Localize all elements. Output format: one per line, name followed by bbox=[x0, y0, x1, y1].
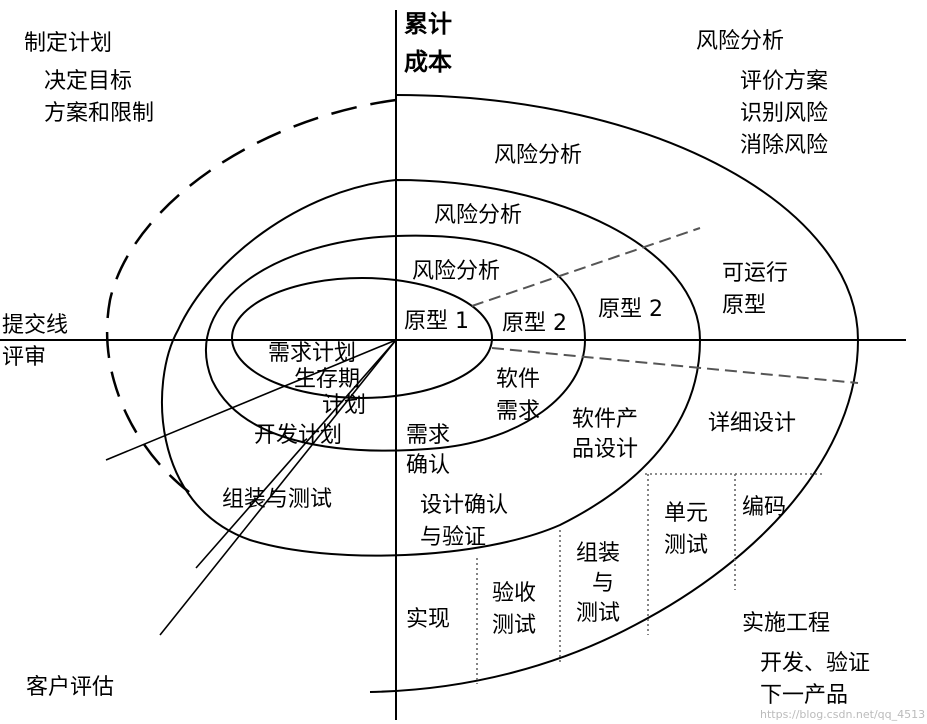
risk-line-1: 评价方案 bbox=[740, 69, 828, 94]
requirements-confirm-line-2: 确认 bbox=[406, 453, 450, 478]
implementation-label: 实现 bbox=[406, 607, 450, 632]
risk-ring-label-outer: 风险分析 bbox=[494, 143, 582, 168]
risk-title: 风险分析 bbox=[696, 29, 784, 54]
prototype-2b-label: 原型 2 bbox=[598, 297, 663, 322]
engineering-line-1: 开发、验证 bbox=[760, 651, 870, 676]
risk-line-3: 消除风险 bbox=[740, 133, 828, 158]
coding-label: 编码 bbox=[742, 495, 786, 520]
prototype-1-label: 原型 1 bbox=[404, 309, 469, 334]
dashed-line-lower bbox=[491, 347, 859, 384]
planning-line-2: 方案和限制 bbox=[44, 101, 154, 126]
risk-ring-label-inner: 风险分析 bbox=[412, 259, 500, 284]
prototype-2a-label: 原型 2 bbox=[502, 311, 567, 336]
diagonal-line-1 bbox=[105, 339, 397, 461]
spiral-ring-1 bbox=[231, 277, 493, 399]
unit-test-line-1: 单元 bbox=[664, 501, 708, 526]
software-requirements-line-2: 需求 bbox=[496, 399, 540, 424]
detailed-design-label: 详细设计 bbox=[708, 411, 796, 436]
acceptance-test-line-1: 验收 bbox=[492, 581, 536, 606]
requirements-plan-label: 需求计划 bbox=[268, 341, 356, 366]
risk-ring-label-middle: 风险分析 bbox=[434, 203, 522, 228]
planning-line-1: 决定目标 bbox=[44, 69, 132, 94]
integration-line-2: 与 bbox=[592, 571, 614, 596]
product-design-line-2: 品设计 bbox=[572, 437, 638, 462]
dashed-line-upper bbox=[471, 227, 701, 307]
requirements-confirm-line-1: 需求 bbox=[406, 423, 450, 448]
watermark: https://blog.csdn.net/qq_4513 bbox=[760, 708, 925, 721]
integration-test-plan-label: 组装与测试 bbox=[222, 487, 332, 512]
lifecycle-plan-line-2: 计划 bbox=[322, 393, 366, 418]
acceptance-test-line-2: 测试 bbox=[492, 613, 536, 638]
design-verification-line-2: 与验证 bbox=[420, 525, 486, 550]
engineering-title: 实施工程 bbox=[742, 611, 830, 636]
spiral-ring-4 bbox=[369, 94, 860, 693]
diagonal-line-3 bbox=[159, 339, 397, 636]
risk-line-2: 识别风险 bbox=[740, 101, 828, 126]
design-verification-line-1: 设计确认 bbox=[420, 493, 508, 518]
evaluation-title: 客户评估 bbox=[26, 675, 114, 700]
axis-title-line-2: 成本 bbox=[404, 48, 452, 76]
software-requirements-line-1: 软件 bbox=[496, 367, 540, 392]
spiral-ring-5-dashed bbox=[105, 98, 397, 502]
planning-title: 制定计划 bbox=[24, 31, 112, 56]
integration-line-1: 组装 bbox=[576, 541, 620, 566]
operational-prototype-line-2: 原型 bbox=[722, 293, 766, 318]
submit-review-line-1: 提交线 bbox=[2, 313, 68, 338]
spiral-ring-2 bbox=[205, 234, 587, 452]
diagonal-line-2 bbox=[195, 339, 397, 569]
submit-review-line-2: 评审 bbox=[2, 345, 46, 370]
unit-test-line-2: 测试 bbox=[664, 533, 708, 558]
integration-line-3: 测试 bbox=[576, 601, 620, 626]
spiral-ring-3 bbox=[160, 179, 702, 557]
development-plan-label: 开发计划 bbox=[254, 423, 342, 448]
lifecycle-plan-line-1: 生存期 bbox=[294, 367, 360, 392]
axis-title-line-1: 累计 bbox=[404, 10, 452, 38]
operational-prototype-line-1: 可运行 bbox=[722, 261, 788, 286]
engineering-line-2: 下一产品 bbox=[760, 683, 848, 708]
product-design-line-1: 软件产 bbox=[572, 407, 638, 432]
